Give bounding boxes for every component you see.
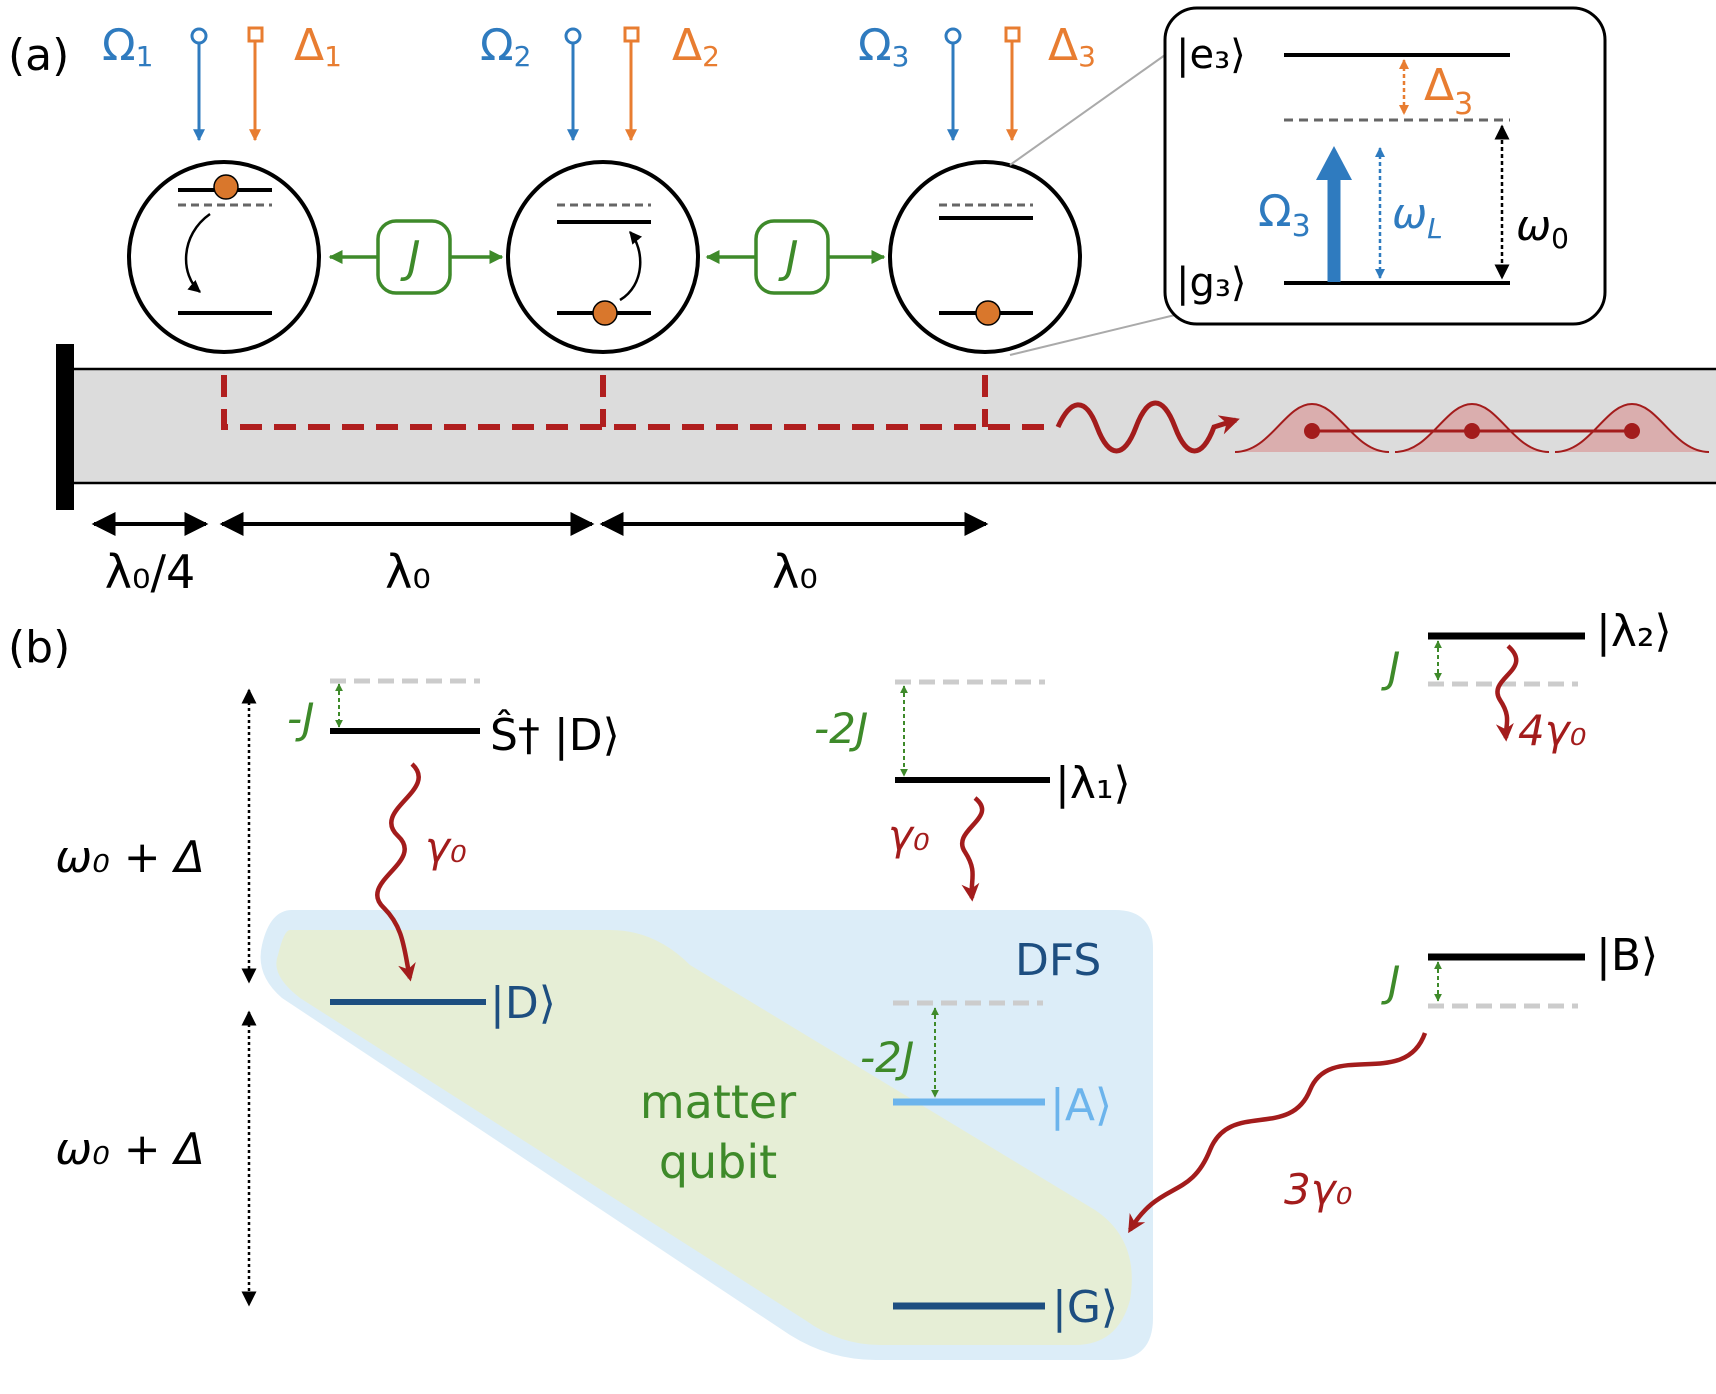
zoom-line-top: [1009, 54, 1166, 166]
coupling-2-3: J: [705, 219, 886, 295]
sd-decay-arrow: [375, 762, 421, 982]
coupling-1-2: J: [328, 219, 504, 295]
omega-1-source: [190, 27, 208, 45]
matter-label: matter: [640, 1075, 796, 1129]
panel-a-label: (a): [8, 30, 69, 81]
delta-2-source: [623, 26, 640, 43]
sd-decay-label: γ₀: [425, 823, 467, 872]
inset-drive-arrowhead: [1316, 146, 1352, 180]
zoom-line-bottom: [1009, 314, 1176, 356]
atom-1: [127, 160, 321, 354]
atom-2-population: [592, 300, 618, 326]
lambda1-shift-label: -2J: [814, 704, 868, 753]
drive-2: Ω2 Δ2: [480, 20, 720, 142]
delta-1-source: [247, 26, 264, 43]
inset-level-scheme: |e₃⟩ |g₃⟩ Δ3 Ω3 ωL ω0: [1163, 6, 1607, 326]
delta-2-label: Δ2: [672, 20, 720, 73]
omega-2-source: [564, 27, 582, 45]
dfs-label: DFS: [1015, 935, 1101, 986]
inset-ground-label: |g₃⟩: [1176, 260, 1247, 306]
b-decay-label: 3γ₀: [1284, 1165, 1353, 1214]
matter-qubit-region: [276, 930, 1132, 1345]
omega-3-label: Ω3: [858, 20, 909, 73]
spacing-label-quarter: λ₀/4: [105, 545, 195, 599]
panel-b-label: (b): [8, 622, 70, 673]
emitted-photon-wave: [1055, 400, 1240, 454]
lambda1-state-label: |λ₁⟩: [1055, 758, 1131, 809]
spacing-arrows: λ₀/4 λ₀ λ₀: [91, 512, 989, 599]
energy-label-upper: ω₀ + Δ: [55, 832, 204, 883]
lambda2-shift-label: J: [1381, 643, 1400, 692]
waveguide: [56, 344, 1716, 510]
sd-state-label: Ŝ† |D⟩: [490, 708, 620, 761]
inset-excited-label: |e₃⟩: [1176, 32, 1246, 78]
g-state-label: |G⟩: [1052, 1282, 1118, 1333]
photon-dot-1: [1304, 423, 1320, 439]
atom-3-population: [975, 300, 1001, 326]
b-shift-label: J: [1381, 957, 1400, 1006]
atom-2: [506, 160, 700, 354]
inset-detuning-label: Δ3: [1424, 60, 1473, 122]
lambda2-state-label: |λ₂⟩: [1596, 606, 1672, 657]
atom-1-population: [213, 174, 239, 200]
b-state-label: |B⟩: [1596, 930, 1658, 981]
drive-3: Ω3 Δ3: [858, 20, 1096, 142]
delta-1-label: Δ1: [294, 20, 342, 73]
lambda2-decay-arrow: [1495, 644, 1519, 742]
inset-laser-frequency-label: ωL: [1392, 189, 1443, 245]
a-shift-label: -2J: [860, 1033, 914, 1082]
omega-3-source: [944, 27, 962, 45]
spacing-label-1: λ₀: [385, 545, 431, 599]
delta-3-source: [1004, 26, 1021, 43]
qubit-label: qubit: [659, 1135, 777, 1189]
sd-shift-label: -J: [287, 694, 315, 743]
lambda1-decay-arrow: [960, 796, 985, 902]
waveguide-mirror: [56, 344, 74, 510]
drive-1: Ω1 Δ1: [102, 20, 342, 142]
photon-dot-2: [1464, 423, 1480, 439]
atom-3: [888, 160, 1082, 354]
delta-3-label: Δ3: [1048, 20, 1096, 73]
d-state-label: |D⟩: [490, 978, 556, 1029]
lambda1-decay-label: γ₀: [888, 811, 930, 860]
inset-drive-label: Ω3: [1258, 186, 1311, 244]
lambda2-decay-label: 4γ₀: [1518, 706, 1587, 755]
inset-transition-frequency-label: ω0: [1516, 201, 1569, 255]
spacing-label-2: λ₀: [772, 545, 818, 599]
energy-label-lower: ω₀ + Δ: [55, 1124, 204, 1175]
photon-dot-3: [1624, 423, 1640, 439]
omega-1-label: Ω1: [102, 20, 153, 73]
b-decay-arrow: [1128, 1032, 1428, 1234]
a-state-label: |A⟩: [1050, 1080, 1112, 1131]
omega-2-label: Ω2: [480, 20, 531, 73]
atom-couplings-dashed: [221, 375, 1055, 430]
